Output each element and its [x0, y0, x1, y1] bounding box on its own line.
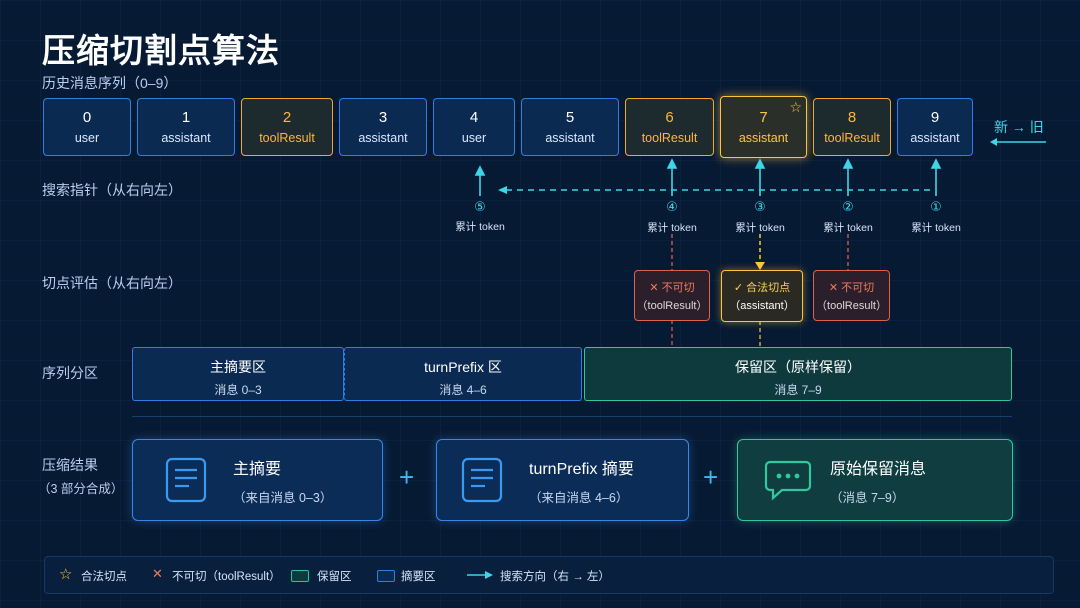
- message-3: 3 assistant: [339, 98, 427, 156]
- message-role: assistant: [358, 131, 408, 145]
- message-6: 6 toolResult: [625, 98, 714, 156]
- zone-main-summary: 主摘要区 消息 0–3: [132, 347, 344, 401]
- zone-range: 消息 0–3: [214, 383, 262, 397]
- zone-turnprefix: turnPrefix 区 消息 4–6: [344, 347, 582, 401]
- message-index: 4: [469, 109, 479, 126]
- result-sub: （3 部分合成）: [38, 482, 124, 496]
- eval-title: ✕ 不可切: [828, 282, 875, 294]
- star-icon: ☆: [59, 566, 73, 583]
- eval-label: 切点评估（从右向左）: [42, 275, 182, 291]
- eval-sub: （toolResult）: [636, 300, 708, 312]
- legend-label: 不可切（toolResult）: [172, 571, 281, 583]
- arrow-icon: [467, 571, 493, 579]
- result-name: 原始保留消息: [830, 460, 927, 478]
- message-role: toolResult: [641, 131, 698, 145]
- zone-name: 保留区（原样保留）: [735, 359, 861, 375]
- pointer-label: 累计 token: [455, 221, 505, 233]
- message-role: user: [461, 131, 487, 145]
- eval-sub: （toolResult）: [816, 300, 887, 312]
- result-name: 主摘要: [233, 460, 282, 478]
- partition-label: 序列分区: [42, 365, 98, 381]
- message-index: 8: [847, 109, 857, 126]
- result-main-summary: 主摘要 （来自消息 0–3）: [132, 439, 383, 521]
- message-index: 2: [282, 109, 292, 126]
- step-5: ⑤: [474, 199, 486, 214]
- message-7: ☆ 7 assistant: [720, 96, 807, 158]
- zone-range: 消息 4–6: [439, 383, 487, 397]
- legend-label: 保留区: [317, 571, 352, 583]
- plus-sign: +: [703, 462, 719, 492]
- zone-range: 消息 7–9: [774, 383, 822, 397]
- message-5: 5 assistant: [521, 98, 619, 156]
- eval-sub: （assistant）: [729, 300, 795, 312]
- message-index: 7: [759, 109, 768, 126]
- message-role: assistant: [161, 131, 211, 145]
- step-2: ②: [842, 199, 854, 214]
- green-swatch: [291, 570, 309, 582]
- search-label: 搜索指针（从右向左）: [42, 182, 182, 198]
- result-label: 压缩结果: [42, 457, 98, 473]
- legend-label: 合法切点: [81, 571, 127, 583]
- result-retained-messages: 原始保留消息 （消息 7–9）: [737, 439, 1013, 521]
- result-source: （消息 7–9）: [830, 490, 905, 505]
- document-icon: [165, 457, 207, 503]
- eval-title: ✓ 合法切点: [733, 282, 791, 294]
- cross-icon: ✕: [152, 566, 163, 581]
- message-index: 9: [930, 109, 940, 126]
- message-8: 8 toolResult: [813, 98, 891, 156]
- message-role: user: [74, 131, 100, 145]
- direction-label: 新 → 旧: [994, 119, 1044, 135]
- eval-not-cuttable: ✕ 不可切 （toolResult）: [813, 270, 890, 321]
- message-index: 3: [378, 109, 388, 126]
- message-role: toolResult: [824, 131, 880, 145]
- message-role: assistant: [545, 131, 595, 145]
- left-arrow-icon: [990, 138, 1046, 146]
- pointer-label: 累计 token: [735, 222, 785, 234]
- result-source: （来自消息 4–6）: [529, 490, 629, 505]
- message-9: 9 assistant: [897, 98, 973, 156]
- divider: [132, 416, 1012, 417]
- legend-label: 搜索方向（右 → 左）: [500, 571, 610, 583]
- pointer-label: 累计 token: [911, 222, 961, 234]
- plus-sign: +: [399, 462, 415, 492]
- document-icon: [461, 457, 503, 503]
- zone-name: turnPrefix 区: [424, 359, 502, 375]
- legend-label: 摘要区: [401, 571, 436, 583]
- message-4: 4 user: [433, 98, 515, 156]
- pointer-label: 累计 token: [823, 222, 873, 234]
- result-name: turnPrefix 摘要: [529, 460, 634, 478]
- step-1: ①: [930, 199, 942, 214]
- history-label: 历史消息序列（0–9）: [42, 75, 178, 91]
- blue-swatch: [377, 570, 395, 582]
- message-role: assistant: [738, 131, 789, 145]
- result-source: （来自消息 0–3）: [233, 490, 333, 505]
- page-title: 压缩切割点算法: [42, 32, 280, 69]
- star-icon: ☆: [789, 99, 802, 115]
- message-index: 1: [181, 109, 191, 126]
- message-role: toolResult: [259, 131, 315, 145]
- result-turnprefix-summary: turnPrefix 摘要 （来自消息 4–6）: [436, 439, 689, 521]
- message-1: 1 assistant: [137, 98, 235, 156]
- eval-valid-cut: ✓ 合法切点 （assistant）: [721, 270, 803, 322]
- chat-icon: [764, 460, 812, 501]
- message-role: assistant: [910, 131, 960, 145]
- message-index: 0: [82, 109, 92, 126]
- message-2: 2 toolResult: [241, 98, 333, 156]
- zone-retained: 保留区（原样保留） 消息 7–9: [584, 347, 1012, 401]
- step-4: ④: [666, 199, 678, 214]
- step-3: ③: [754, 199, 766, 214]
- message-index: 5: [565, 109, 575, 126]
- zone-name: 主摘要区: [210, 359, 266, 375]
- message-0: 0 user: [43, 98, 131, 156]
- eval-not-cuttable: ✕ 不可切 （toolResult）: [634, 270, 710, 321]
- legend: ☆ 合法切点 ✕ 不可切（toolResult） 保留区 摘要区 搜索方向（右 …: [44, 556, 1054, 594]
- pointer-label: 累计 token: [647, 222, 697, 234]
- eval-title: ✕ 不可切: [649, 282, 695, 294]
- message-index: 6: [665, 109, 674, 126]
